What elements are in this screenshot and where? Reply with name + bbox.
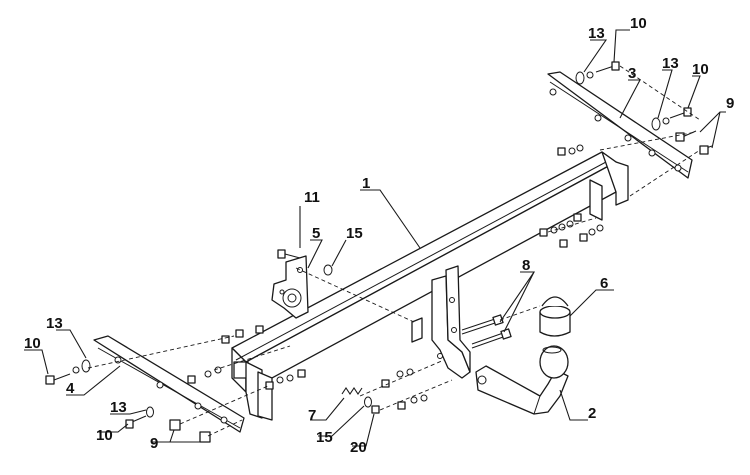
central-mounting-bracket (411, 265, 471, 379)
callout-6: 6 (600, 275, 608, 292)
callout-1: 1 (362, 175, 370, 192)
socket-plate (271, 255, 309, 319)
crossbar-right-nuts (539, 213, 604, 248)
callout-7: 7 (308, 407, 316, 424)
callout-3: 3 (628, 65, 636, 82)
callout-10-top: 10 (630, 15, 647, 32)
right-side-bracket (547, 71, 693, 179)
callout-2: 2 (588, 405, 596, 422)
main-crossbar (231, 151, 629, 421)
plate-fasteners (277, 249, 333, 276)
callout-13-left-bottom: 13 (110, 399, 127, 416)
callout-15-bottom: 15 (316, 429, 333, 446)
left-side-bracket (93, 335, 245, 433)
crossbar-left-nuts (187, 325, 306, 390)
callout-leaders (24, 29, 726, 447)
spring-and-nut-fasteners (341, 368, 428, 414)
bolt-set-8 (461, 314, 512, 349)
callout-9-right: 9 (726, 95, 734, 112)
callout-15-plate: 15 (346, 225, 363, 242)
callout-13-left-top: 13 (46, 315, 63, 332)
callout-10-left-top: 10 (24, 335, 41, 352)
callout-13-top: 13 (588, 25, 605, 42)
right-bracket-fasteners (557, 61, 713, 156)
callout-11: 11 (304, 189, 320, 206)
callout-10-right: 10 (692, 61, 709, 78)
callout-9-left: 9 (150, 435, 158, 452)
ball-cover (539, 296, 571, 337)
callout-20: 20 (350, 439, 367, 456)
callout-4: 4 (66, 380, 75, 397)
left-bracket-fasteners (45, 359, 211, 443)
callout-8: 8 (522, 257, 530, 274)
towball-neck (475, 345, 569, 415)
callout-10-left-bottom: 10 (96, 427, 113, 444)
callout-5: 5 (312, 225, 320, 242)
callout-labels: 1 2 3 4 5 6 7 8 9 9 10 10 10 10 11 13 13… (24, 15, 734, 456)
callout-13-right: 13 (662, 55, 679, 72)
assembly-dashed-lines (87, 65, 701, 437)
